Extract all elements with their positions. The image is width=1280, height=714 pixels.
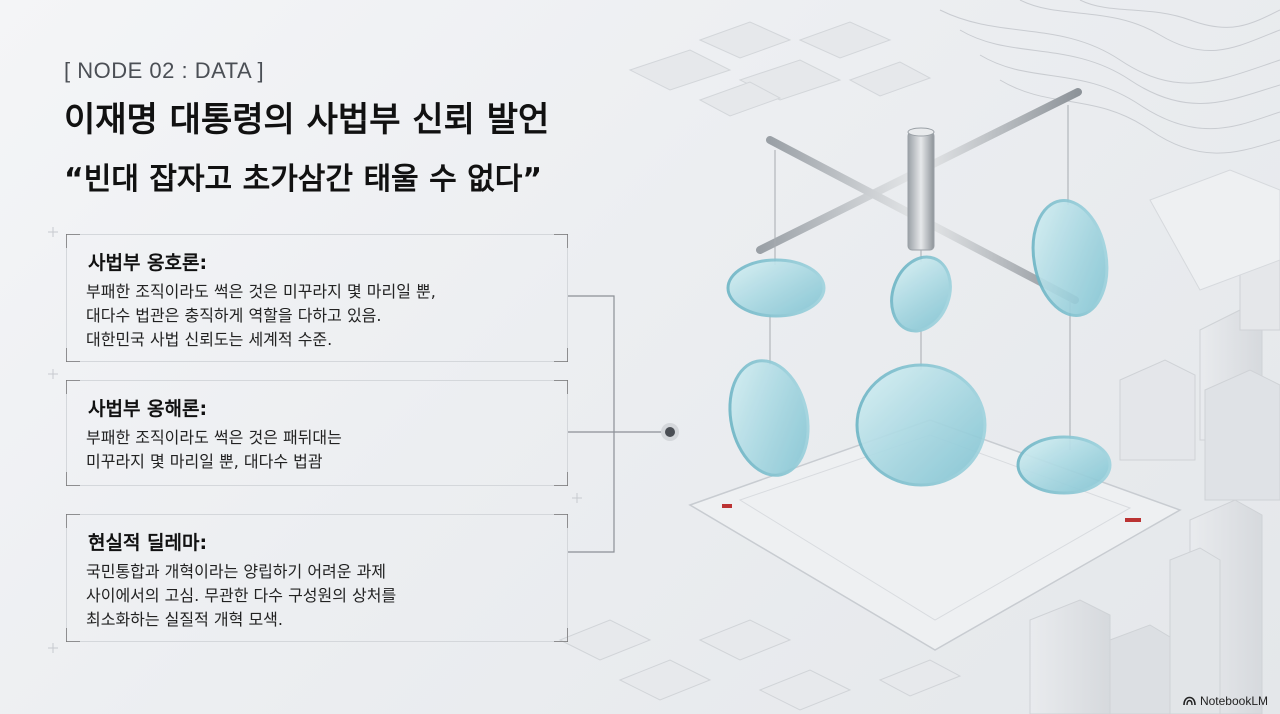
card-body: 부패한 조직이라도 썩은 것은 미꾸라지 몇 마리일 뿐, 대다수 법관은 충직…: [86, 282, 436, 349]
page-title: 이재명 대통령의 사법부 신뢰 발언: [64, 100, 550, 140]
city-blocks-bottom: [558, 619, 962, 711]
brand-label: NotebookLM: [1199, 694, 1268, 708]
card-heading: 사법부 옹해론:: [88, 398, 208, 420]
card-heading: 사법부 옹호론:: [88, 252, 208, 274]
buildings-right: [1029, 169, 1280, 714]
notebooklm-logo-icon: [1183, 696, 1196, 706]
card-frame: [66, 514, 568, 642]
grid-ticks: [48, 227, 582, 653]
card-judiciary-view: 사법부 옹해론: 부패한 조직이라도 썩은 것은 패뒤대는 미꾸라지 몇 마리일…: [66, 380, 568, 486]
page-subtitle: “빈대 잡자고 초가삼간 태울 수 없다”: [64, 162, 543, 197]
card-heading: 현실적 딜레마:: [88, 532, 208, 554]
brand-watermark: NotebookLM: [1183, 694, 1268, 708]
node-label: [ NODE 02 : DATA ]: [64, 58, 265, 83]
connector-lines: [568, 295, 679, 553]
mobile-frame: [756, 88, 1082, 450]
glass-discs: [726, 199, 1112, 495]
card-frame: [66, 380, 568, 486]
card-frame: [66, 234, 568, 362]
card-realistic-dilemma: 현실적 딜레마: 국민통합과 개혁이라는 양립하기 어려운 과제 사이에서의 고…: [66, 514, 568, 642]
card-body: 국민통합과 개혁이라는 양립하기 어려운 과제 사이에서의 고심. 무관한 다수…: [86, 562, 397, 629]
card-judiciary-defense: 사법부 옹호론: 부패한 조직이라도 썩은 것은 미꾸라지 몇 마리일 뿐, 대…: [66, 234, 568, 362]
contour-lines: [939, 0, 1280, 154]
city-blocks-top: [628, 21, 932, 117]
card-body: 부패한 조직이라도 썩은 것은 패뒤대는 미꾸라지 몇 마리일 뿐, 대다수 법…: [86, 428, 342, 471]
